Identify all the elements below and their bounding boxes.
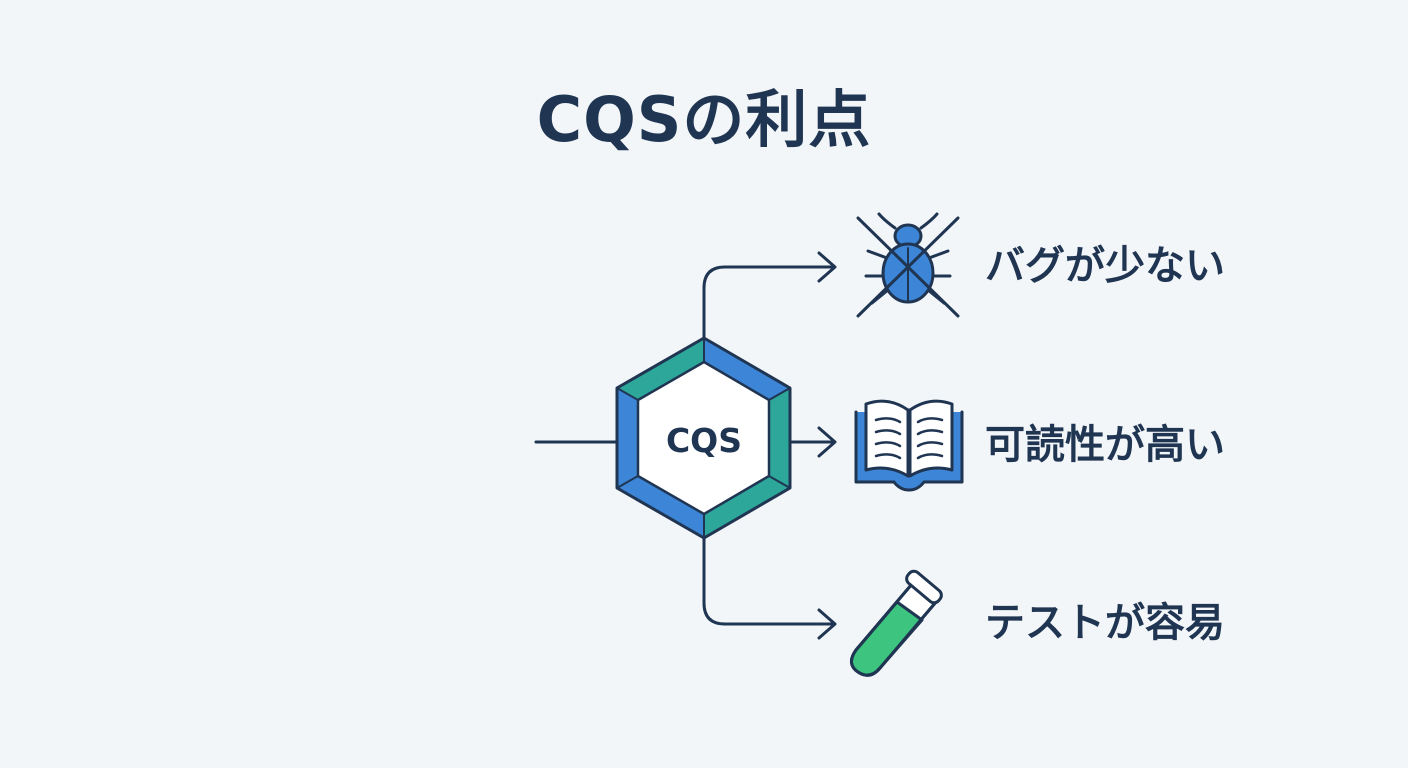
cqs-hexagon: CQS xyxy=(615,336,792,540)
arrowhead-middle xyxy=(817,426,837,458)
benefit-label-readability: 可読性が高い xyxy=(985,422,1225,468)
arrowhead-bottom xyxy=(817,608,837,640)
test-tube-icon xyxy=(850,569,943,677)
hexagon-label: CQS xyxy=(666,421,742,460)
hexagon-segment-right xyxy=(769,388,790,488)
connectors xyxy=(534,251,837,640)
hexagon-dividers xyxy=(616,338,791,538)
bug-crossed-out-icon xyxy=(856,212,960,318)
benefit-label-bugs: バグが少ない xyxy=(985,243,1225,289)
connector-bottom xyxy=(702,536,834,626)
open-book-icon xyxy=(854,399,964,492)
hexagon-segment-top-right xyxy=(704,338,790,400)
hexagon-segment-left xyxy=(617,388,638,488)
hexagon-segment-bottom-right xyxy=(704,476,790,538)
arrowhead-top xyxy=(817,251,837,283)
page-title: CQSの利点 xyxy=(536,83,872,156)
hexagon-segment-bottom-left xyxy=(617,476,704,538)
connector-top xyxy=(702,265,834,340)
benefit-label-testability: テストが容易 xyxy=(985,600,1225,646)
hexagon-segment-top-left xyxy=(617,338,704,400)
